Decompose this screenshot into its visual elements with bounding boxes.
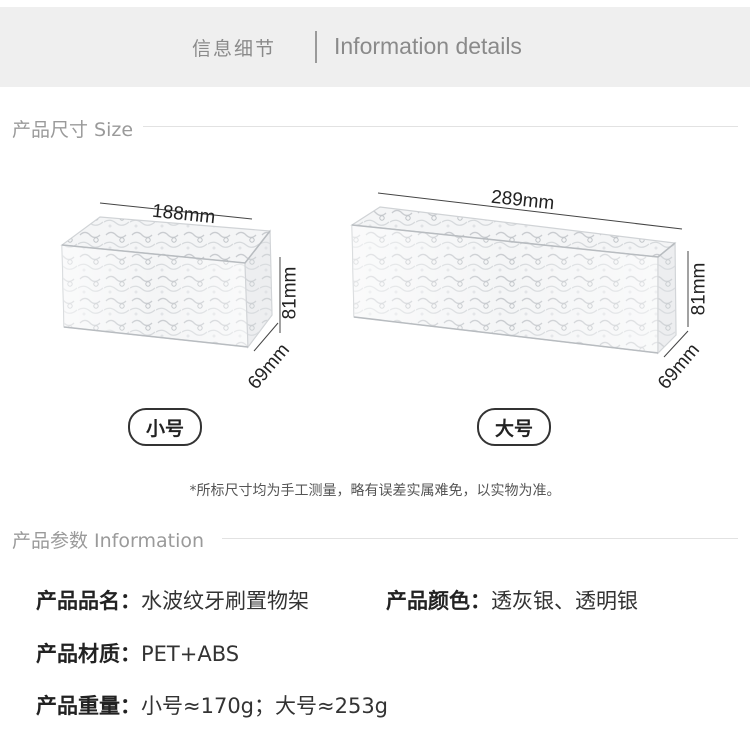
product-color-row: 产品颜色：透灰银、透明银 — [386, 585, 638, 615]
product-name-value: 水波纹牙刷置物架 — [141, 589, 309, 613]
small-holder-image — [60, 202, 281, 352]
header-divider — [315, 31, 317, 63]
product-color-value: 透灰银、透明银 — [491, 589, 638, 613]
large-height-label: 81mm — [688, 262, 710, 316]
header-banner — [0, 7, 750, 87]
product-material-row: 产品材质：PET+ABS — [36, 638, 239, 668]
measurement-note: *所标尺寸均为手工测量，略有误差实属难免，以实物为准。 — [189, 483, 561, 499]
product-color-label: 产品颜色： — [386, 589, 491, 613]
large-size-badge: 大号 — [477, 408, 551, 446]
product-illustration — [60, 192, 689, 358]
product-material-value: PET+ABS — [141, 642, 240, 666]
product-name-row: 产品品名：水波纹牙刷置物架 — [36, 585, 309, 615]
small-height-label: 81mm — [279, 266, 301, 320]
product-material-label: 产品材质： — [36, 642, 141, 666]
info-section-title: 产品参数 Information — [12, 526, 215, 553]
header-title-en: Information details — [334, 33, 522, 59]
product-weight-label: 产品重量： — [36, 694, 141, 718]
product-name-label: 产品品名： — [36, 589, 141, 613]
section-rule — [222, 538, 738, 539]
header-title-cn: 信息细节 — [192, 38, 277, 60]
large-holder-image — [350, 192, 689, 358]
product-weight-row: 产品重量：小号≈170g；大号≈253g — [36, 690, 388, 720]
small-size-badge: 小号 — [128, 408, 202, 446]
product-weight-value: 小号≈170g；大号≈253g — [141, 694, 389, 718]
section-rule — [140, 126, 738, 127]
size-section-title: 产品尺寸 Size — [12, 115, 144, 142]
